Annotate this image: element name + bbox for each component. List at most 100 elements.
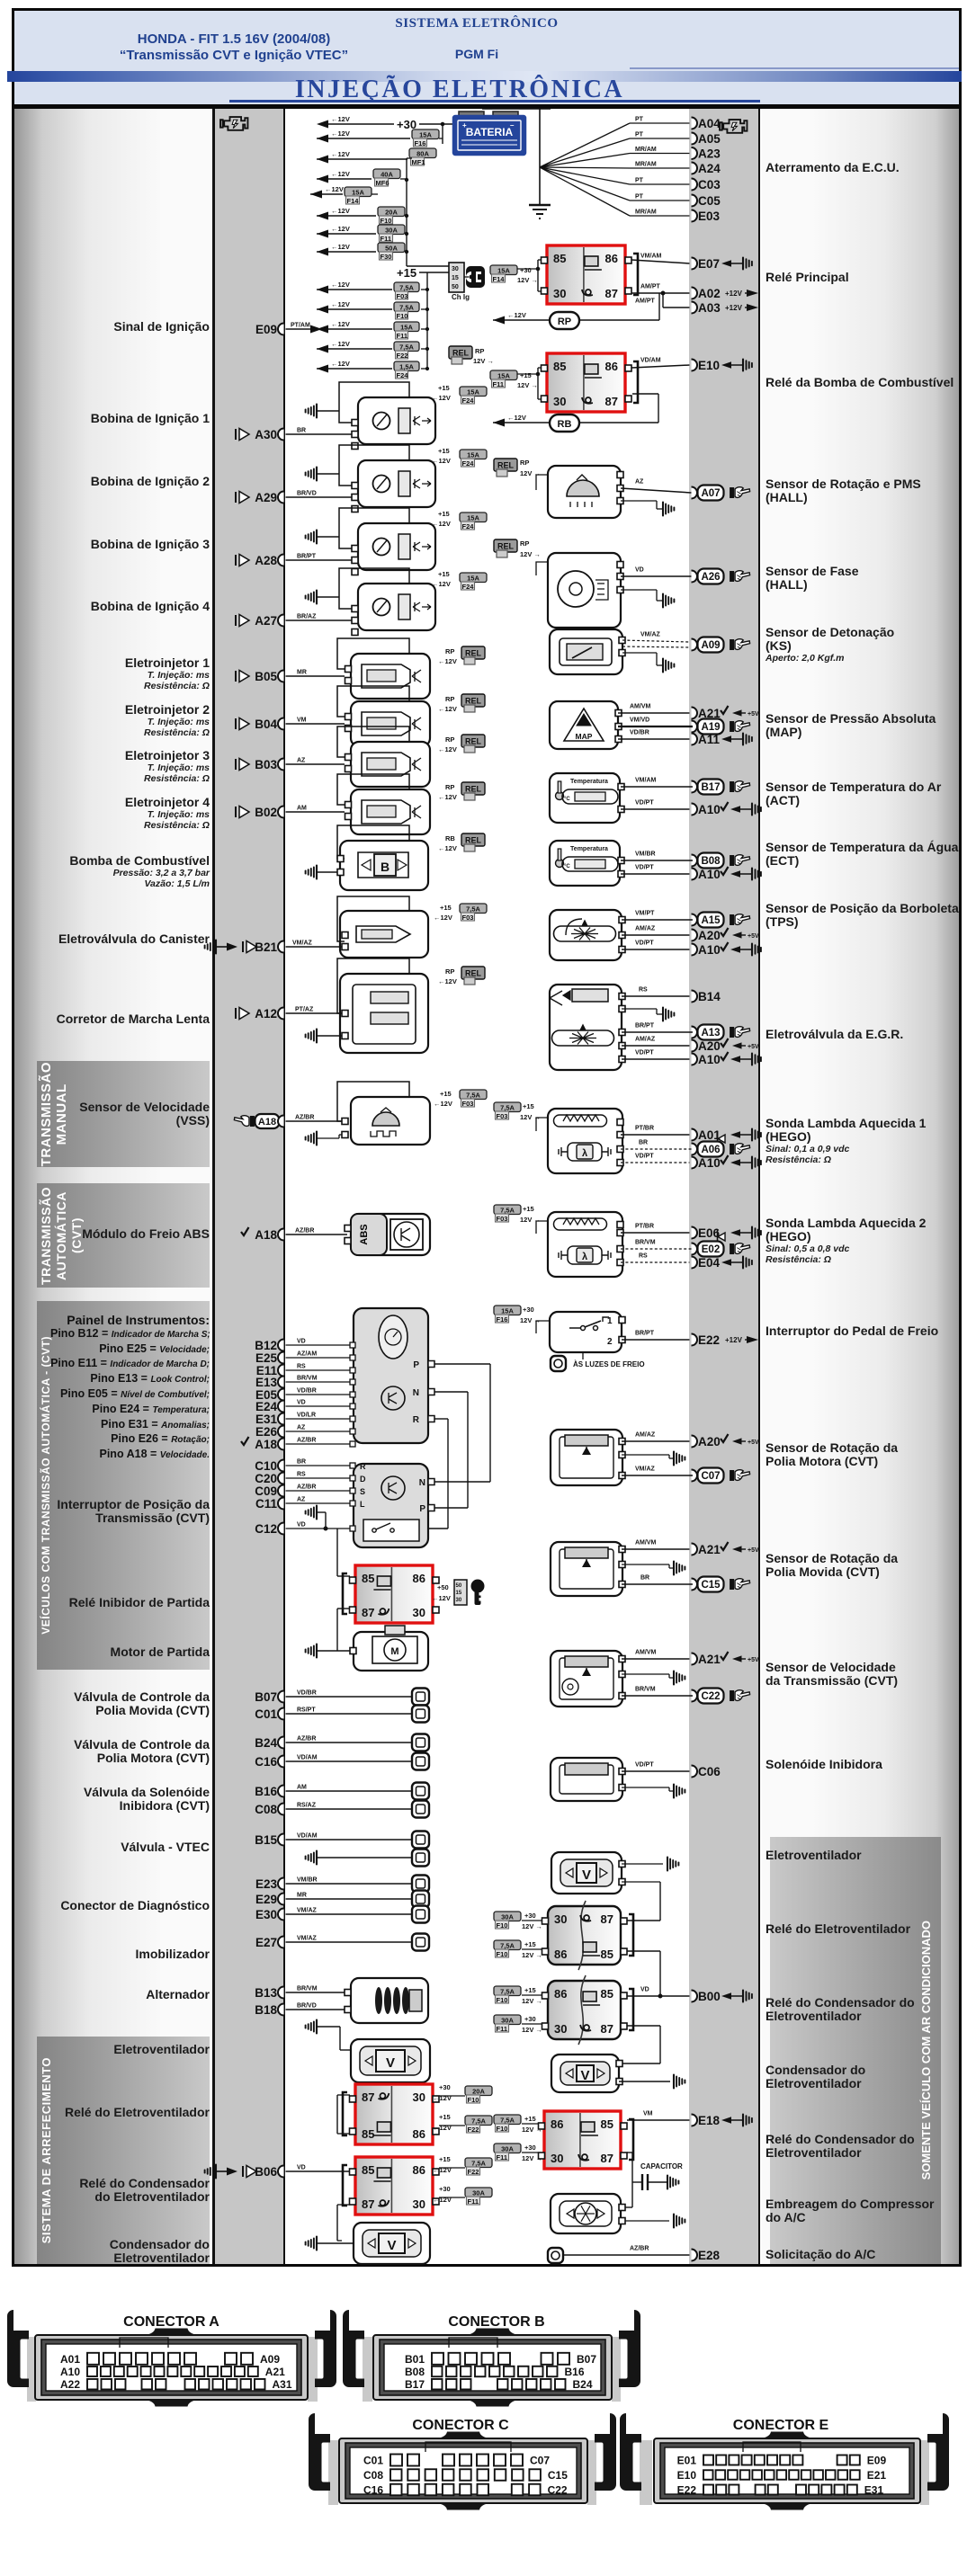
svg-text:30A: 30A bbox=[501, 2144, 514, 2153]
svg-text:86: 86 bbox=[413, 2127, 425, 2141]
svg-text:30A: 30A bbox=[385, 226, 398, 234]
svg-text:REL: REL bbox=[465, 836, 482, 845]
svg-text:←12V: ←12V bbox=[331, 225, 350, 233]
svg-text:A22: A22 bbox=[60, 2378, 80, 2391]
svg-text:P: P bbox=[413, 1360, 419, 1370]
svg-text:CONECTOR B: CONECTOR B bbox=[448, 2314, 544, 2330]
svg-text:S: S bbox=[360, 1487, 365, 1496]
svg-text:50A: 50A bbox=[385, 244, 398, 252]
svg-text:B13: B13 bbox=[255, 1986, 277, 2000]
svg-text:F11: F11 bbox=[497, 2025, 508, 2033]
svg-text:F22: F22 bbox=[468, 2168, 479, 2176]
svg-text:30: 30 bbox=[553, 395, 566, 408]
svg-text:R: R bbox=[413, 1415, 420, 1425]
svg-text:RS: RS bbox=[297, 1472, 306, 1478]
svg-text:86: 86 bbox=[551, 2117, 563, 2131]
svg-text:←12V: ←12V bbox=[331, 340, 350, 348]
svg-text:E09: E09 bbox=[867, 2455, 887, 2467]
svg-text:E01: E01 bbox=[677, 2455, 697, 2467]
svg-text:+5V: +5V bbox=[748, 933, 759, 940]
svg-text:+15: +15 bbox=[440, 904, 452, 912]
svg-text:Ch Ig: Ch Ig bbox=[452, 293, 470, 301]
svg-text:D: D bbox=[360, 1475, 366, 1484]
svg-text:C03: C03 bbox=[698, 178, 721, 192]
svg-text:+15: +15 bbox=[439, 2113, 451, 2121]
svg-text:+15: +15 bbox=[438, 384, 450, 392]
svg-text:A23: A23 bbox=[698, 147, 721, 161]
svg-text:°C: °C bbox=[564, 864, 570, 869]
svg-text:E07: E07 bbox=[698, 257, 720, 271]
svg-text:E22: E22 bbox=[677, 2484, 697, 2497]
svg-text:B01: B01 bbox=[405, 2353, 425, 2366]
svg-text:E28: E28 bbox=[698, 2249, 721, 2262]
svg-text:E27: E27 bbox=[255, 1936, 277, 1949]
svg-text:RB: RB bbox=[558, 419, 572, 430]
svg-text:PT: PT bbox=[635, 117, 644, 123]
svg-text:RB: RB bbox=[445, 834, 455, 842]
svg-text:+: + bbox=[462, 121, 467, 129]
svg-text:+15: +15 bbox=[520, 371, 532, 379]
svg-text:A29: A29 bbox=[255, 491, 277, 504]
svg-text:87: 87 bbox=[362, 2197, 374, 2211]
svg-text:F16: F16 bbox=[415, 139, 426, 147]
svg-text:12V →: 12V → bbox=[520, 550, 541, 558]
svg-text:F11: F11 bbox=[381, 235, 392, 243]
svg-text:85: 85 bbox=[601, 1948, 613, 1961]
svg-text:VM/AZ: VM/AZ bbox=[635, 1466, 656, 1473]
svg-text:7,5A: 7,5A bbox=[399, 343, 414, 351]
svg-text:C05: C05 bbox=[698, 194, 721, 208]
svg-text:AM/VM: AM/VM bbox=[635, 1540, 657, 1546]
svg-text:15A: 15A bbox=[467, 574, 479, 582]
svg-text:B16: B16 bbox=[255, 1785, 277, 1798]
svg-text:AM/PT: AM/PT bbox=[640, 284, 661, 290]
svg-text:BR/VM: BR/VM bbox=[297, 1376, 318, 1382]
svg-text:+12V: +12V bbox=[725, 290, 743, 298]
svg-text:B24: B24 bbox=[255, 1736, 277, 1750]
svg-text:A20: A20 bbox=[698, 1435, 721, 1448]
svg-text:A02: A02 bbox=[698, 287, 721, 300]
svg-text:7,5A: 7,5A bbox=[466, 905, 480, 913]
svg-text:50: 50 bbox=[456, 1583, 462, 1589]
svg-text:B03: B03 bbox=[255, 758, 277, 771]
svg-text:←12V: ←12V bbox=[438, 793, 457, 801]
svg-text:F22: F22 bbox=[468, 2126, 479, 2134]
svg-text:87: 87 bbox=[362, 1606, 374, 1619]
svg-text:A01: A01 bbox=[60, 2353, 80, 2366]
svg-text:F10: F10 bbox=[468, 2096, 479, 2104]
svg-text:REL: REL bbox=[497, 542, 515, 551]
svg-text:A18: A18 bbox=[255, 1438, 277, 1451]
svg-text:AM: AM bbox=[297, 1785, 307, 1791]
svg-text:A10: A10 bbox=[698, 803, 721, 816]
svg-text:12V →: 12V → bbox=[520, 469, 541, 477]
svg-text:CONECTOR C: CONECTOR C bbox=[412, 2418, 509, 2433]
svg-text:E23: E23 bbox=[255, 1877, 278, 1891]
svg-text:V: V bbox=[580, 2068, 589, 2083]
svg-text:30: 30 bbox=[456, 1598, 462, 1603]
svg-text:A13: A13 bbox=[701, 1028, 720, 1038]
svg-text:AZ: AZ bbox=[635, 479, 644, 486]
svg-text:E26: E26 bbox=[255, 1425, 278, 1439]
svg-text:BR/PT: BR/PT bbox=[635, 1331, 655, 1337]
svg-text:F16: F16 bbox=[497, 1315, 508, 1324]
svg-text:AZ/AM: AZ/AM bbox=[297, 1351, 317, 1358]
svg-text:A18: A18 bbox=[255, 1228, 277, 1242]
svg-text:AZ/BR: AZ/BR bbox=[297, 1438, 316, 1444]
svg-text:A30: A30 bbox=[255, 428, 277, 441]
svg-text:E13: E13 bbox=[255, 1376, 278, 1389]
svg-text:BR: BR bbox=[297, 428, 306, 434]
svg-text:+15: +15 bbox=[440, 1090, 452, 1098]
svg-text:←12V: ←12V bbox=[432, 1594, 451, 1602]
svg-text:A19: A19 bbox=[701, 722, 720, 733]
svg-text:B: B bbox=[381, 860, 390, 874]
svg-text:F11: F11 bbox=[493, 380, 505, 388]
svg-text:E31: E31 bbox=[864, 2484, 884, 2497]
svg-text:2: 2 bbox=[607, 1337, 613, 1347]
svg-text:A21: A21 bbox=[698, 707, 721, 720]
svg-text:12V →: 12V → bbox=[522, 2126, 542, 2134]
svg-text:12V →: 12V → bbox=[517, 276, 538, 284]
svg-text:AZ/BR: AZ/BR bbox=[297, 1484, 316, 1491]
svg-text:←12V: ←12V bbox=[325, 185, 344, 193]
svg-text:REL: REL bbox=[465, 697, 482, 706]
svg-text:CAPACITOR: CAPACITOR bbox=[640, 2162, 683, 2170]
svg-text:87: 87 bbox=[601, 2022, 613, 2036]
